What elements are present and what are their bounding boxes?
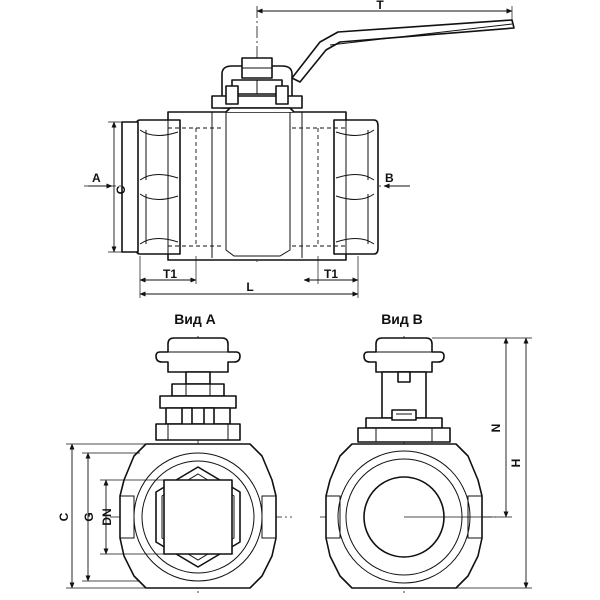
view-a: Вид А: [57, 311, 292, 594]
valve-body: [121, 107, 379, 261]
label-G: G: [82, 512, 96, 521]
stem-nut-assembly: [211, 57, 303, 109]
view-a-title: Вид А: [174, 311, 216, 327]
view-b-title: Вид В: [381, 311, 423, 327]
label-T1-right: T1: [324, 267, 338, 281]
label-C-front: C: [57, 512, 71, 521]
view-a-handle: [155, 337, 241, 441]
label-A: A: [92, 171, 101, 185]
label-L: L: [246, 280, 253, 294]
label-T1-left: T1: [163, 267, 177, 281]
lever-handle: [291, 19, 515, 83]
label-DN: DN: [100, 508, 114, 525]
label-T: T: [376, 0, 384, 12]
label-N: N: [489, 424, 503, 433]
view-a-body: [119, 443, 277, 589]
view-b: Вид В N: [320, 311, 532, 594]
label-H: H: [509, 459, 523, 468]
label-B: B: [385, 171, 394, 185]
view-b-body: [325, 443, 483, 589]
label-C-side: C: [114, 185, 128, 194]
view-b-handle: [357, 337, 451, 443]
side-view: T C A B T1 T1 L: [84, 0, 515, 298]
